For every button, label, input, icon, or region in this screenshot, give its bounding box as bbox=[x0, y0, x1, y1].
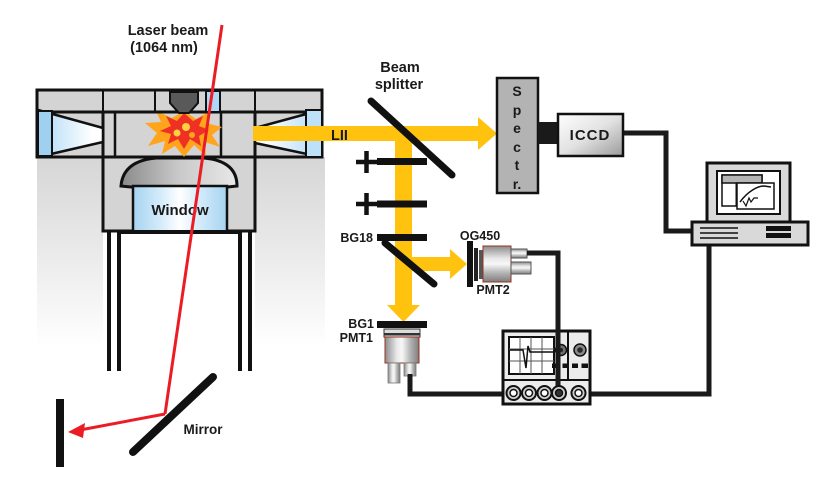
optics: BG18 OG450 BG1 bbox=[340, 97, 500, 331]
iccd-cable bbox=[620, 130, 694, 234]
mirror bbox=[129, 373, 217, 456]
beam-splitter-1 bbox=[367, 97, 456, 179]
oscilloscope-connector bbox=[536, 385, 553, 401]
lii-beam-arrow-spectrometer bbox=[478, 117, 497, 150]
signal-cables bbox=[407, 130, 712, 397]
laser-beam-line bbox=[68, 24, 224, 438]
background-columns bbox=[37, 157, 325, 347]
pmt2-cable bbox=[527, 250, 561, 390]
og450-label: OG450 bbox=[460, 229, 500, 243]
spectrometer-letter: p bbox=[513, 102, 522, 118]
beam-dump bbox=[56, 399, 64, 467]
laser-beam-label: (1064 nm) bbox=[130, 40, 198, 56]
pmt1-cable bbox=[407, 374, 506, 397]
oscilloscope-display bbox=[508, 336, 555, 375]
oscilloscope-connector bbox=[551, 385, 567, 401]
pmt2-detector: PMT2 bbox=[474, 245, 532, 297]
bg1-filter bbox=[377, 321, 427, 328]
oscilloscope-connector bbox=[505, 385, 522, 401]
spectrometer-letter: r. bbox=[513, 176, 522, 192]
lii-beam-horizontal bbox=[253, 126, 480, 141]
beam-splitter-label: Beam bbox=[380, 60, 420, 76]
spectrometer-label: S p e c t r. bbox=[512, 83, 521, 192]
pmt2-label: PMT2 bbox=[476, 283, 509, 297]
computer-base bbox=[690, 220, 810, 247]
spectrometer-letter: t bbox=[515, 157, 520, 173]
oscilloscope-connectors bbox=[505, 385, 587, 401]
mirror-label: Mirror bbox=[183, 422, 223, 437]
scope-output-cable bbox=[588, 244, 712, 397]
chamber-legs bbox=[107, 230, 252, 371]
iccd-label: ICCD bbox=[570, 127, 611, 144]
flame bbox=[145, 111, 222, 157]
spectrometer-letter: S bbox=[512, 83, 521, 99]
pmt1-label: PMT1 bbox=[340, 331, 373, 345]
lens-2 bbox=[356, 193, 427, 215]
spectrometer-iccd-coupler bbox=[538, 122, 558, 144]
oscilloscope-connector bbox=[521, 385, 537, 401]
laser-arrow bbox=[68, 423, 85, 438]
beam-splitter-label: splitter bbox=[375, 77, 424, 93]
pmt1-detector: PMT1 bbox=[340, 328, 421, 384]
computer-monitor bbox=[705, 161, 792, 224]
diagram-labels: Laser beam (1064 nm) Beam splitter Mirro… bbox=[128, 23, 424, 437]
lens-1 bbox=[356, 151, 427, 173]
chamber-window bbox=[131, 184, 229, 234]
left-window-port bbox=[35, 108, 105, 159]
spectrometer: S p e c t r. bbox=[495, 76, 540, 195]
og450-filter bbox=[467, 241, 473, 287]
lii-label: LII bbox=[331, 128, 348, 144]
lii-beam-arrow-pmt2 bbox=[450, 249, 467, 279]
lii-beam-arrow-pmt1 bbox=[387, 305, 420, 322]
bg18-filter bbox=[377, 234, 427, 241]
spectrometer-letter: c bbox=[513, 139, 521, 155]
spectrometer-letter: e bbox=[513, 120, 521, 136]
computer bbox=[690, 161, 810, 247]
oscilloscope-connector bbox=[570, 385, 587, 401]
bg1-label: BG1 bbox=[348, 317, 374, 331]
laser-beam-label: Laser beam bbox=[128, 23, 209, 39]
bg18-label: BG18 bbox=[340, 231, 373, 245]
iccd-camera: ICCD bbox=[538, 112, 625, 158]
window-label: Window bbox=[151, 202, 209, 219]
fuel-injector bbox=[169, 91, 199, 114]
beam-splitter-2 bbox=[381, 239, 438, 288]
